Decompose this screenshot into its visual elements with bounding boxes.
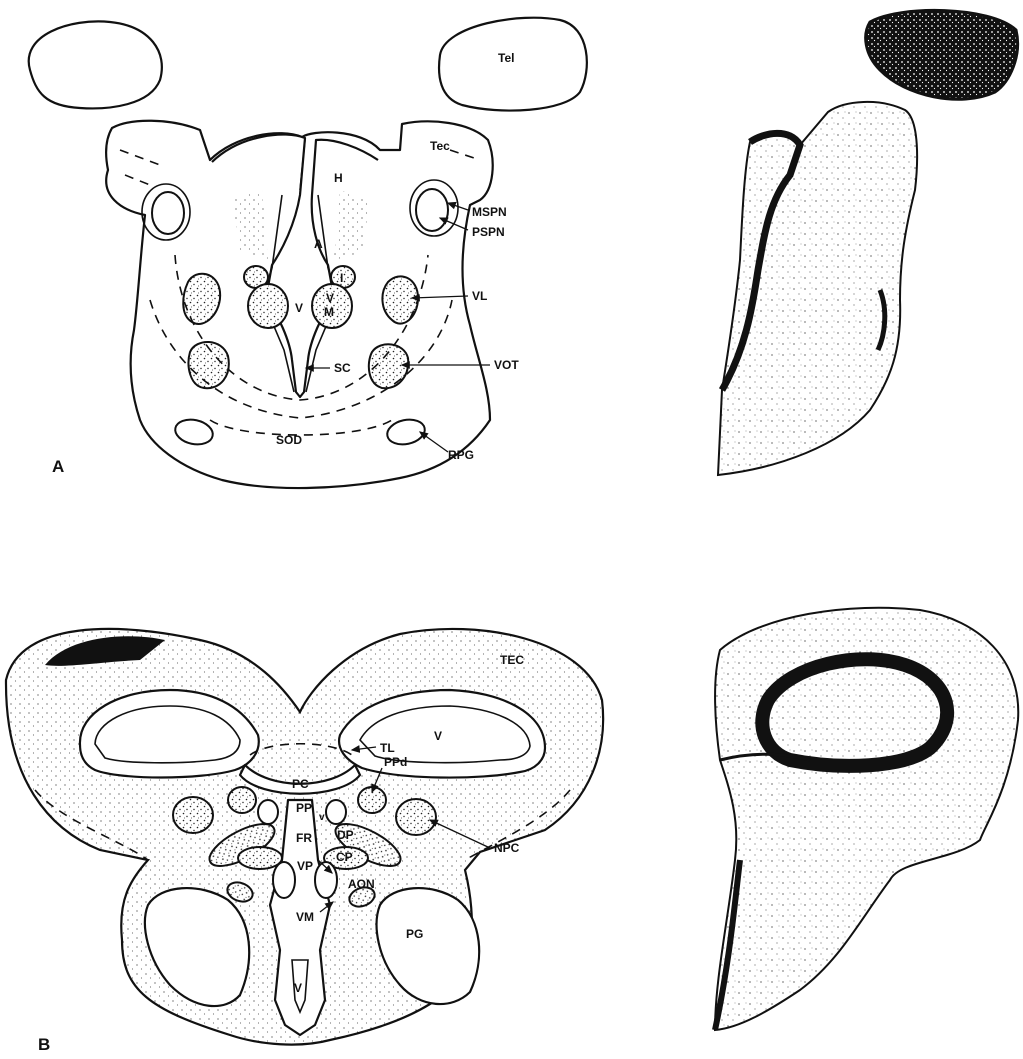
panel-b-label-vp: VP xyxy=(297,859,313,873)
panel-a-label-vot: VOT xyxy=(494,358,519,372)
panel-b-label-ppd: PPd xyxy=(384,755,407,769)
panel-a-label-vl: VL xyxy=(472,289,487,303)
panel-b-micrograph-body xyxy=(715,608,1018,1030)
panel-b-label-vm: VM xyxy=(296,910,314,924)
panel-a-vl-right xyxy=(382,276,418,323)
panel-a-micrograph xyxy=(718,10,1018,475)
panel-b-label-pg: PG xyxy=(406,927,423,941)
panel-a-label-tec: Tec xyxy=(430,139,450,153)
panel-b-drawing: TEC V TL PC PPd PP v FR DP CP VP AON VM … xyxy=(6,629,603,1054)
panel-a-pspn-right xyxy=(416,189,448,231)
panel-b-label-tec: TEC xyxy=(500,653,524,667)
panel-a-label-rpg: RPG xyxy=(448,448,474,462)
panel-a-label-tel: Tel xyxy=(498,51,514,65)
panel-b-cp-left xyxy=(238,847,282,869)
panel-a-label-sod: SOD xyxy=(276,433,302,447)
panel-b-pp-left xyxy=(258,800,278,824)
panel-a-nucleus-vm-left xyxy=(248,284,288,328)
panel-a-label-i: I xyxy=(340,271,343,285)
panel-b-label-v-lower: V xyxy=(294,981,302,995)
panel-b-npc-left xyxy=(173,797,213,833)
panel-b-npc-right xyxy=(396,799,436,835)
panel-b-label-aon: AON xyxy=(348,877,375,891)
panel-b-label-cp: CP xyxy=(336,850,353,864)
panel-b-label-npc: NPC xyxy=(494,841,520,855)
panel-a-label-pspn: PSPN xyxy=(472,225,505,239)
panel-b-pp-right xyxy=(326,800,346,824)
panel-a-label-vm-v: V xyxy=(326,291,334,305)
panel-a-label-sc: SC xyxy=(334,361,351,375)
panel-b-ppd-left xyxy=(228,787,256,813)
panel-b-label-dp: DP xyxy=(337,828,354,842)
panel-b-label-pp-sub: v xyxy=(319,812,325,823)
panel-b-label-tl: TL xyxy=(380,741,395,755)
panel-b-letter: B xyxy=(38,1035,50,1054)
panel-a-drawing: Tel Tec H A I V V M MSPN PSPN VL SC VOT … xyxy=(29,18,587,488)
panel-a-label-v: V xyxy=(295,301,303,315)
panel-a-label-mspn: MSPN xyxy=(472,205,507,219)
panel-a-letter: A xyxy=(52,457,64,476)
panel-a-pspn-left xyxy=(152,192,184,234)
panel-b-label-v-upper: V xyxy=(434,729,442,743)
panel-b-label-fr: FR xyxy=(296,831,312,845)
panel-b-label-pc: PC xyxy=(292,777,309,791)
panel-b-micrograph xyxy=(715,608,1018,1030)
panel-a-micrograph-tel xyxy=(866,10,1018,99)
panel-a-micrograph-body xyxy=(718,102,917,475)
panel-b-label-pp: PP xyxy=(296,801,312,815)
panel-b-vp-left xyxy=(273,862,295,898)
panel-a-label-h: H xyxy=(334,171,343,185)
tel-left-outline xyxy=(29,21,162,108)
panel-a-label-a: A xyxy=(314,237,323,251)
panel-a-label-vm-m: M xyxy=(324,305,334,319)
